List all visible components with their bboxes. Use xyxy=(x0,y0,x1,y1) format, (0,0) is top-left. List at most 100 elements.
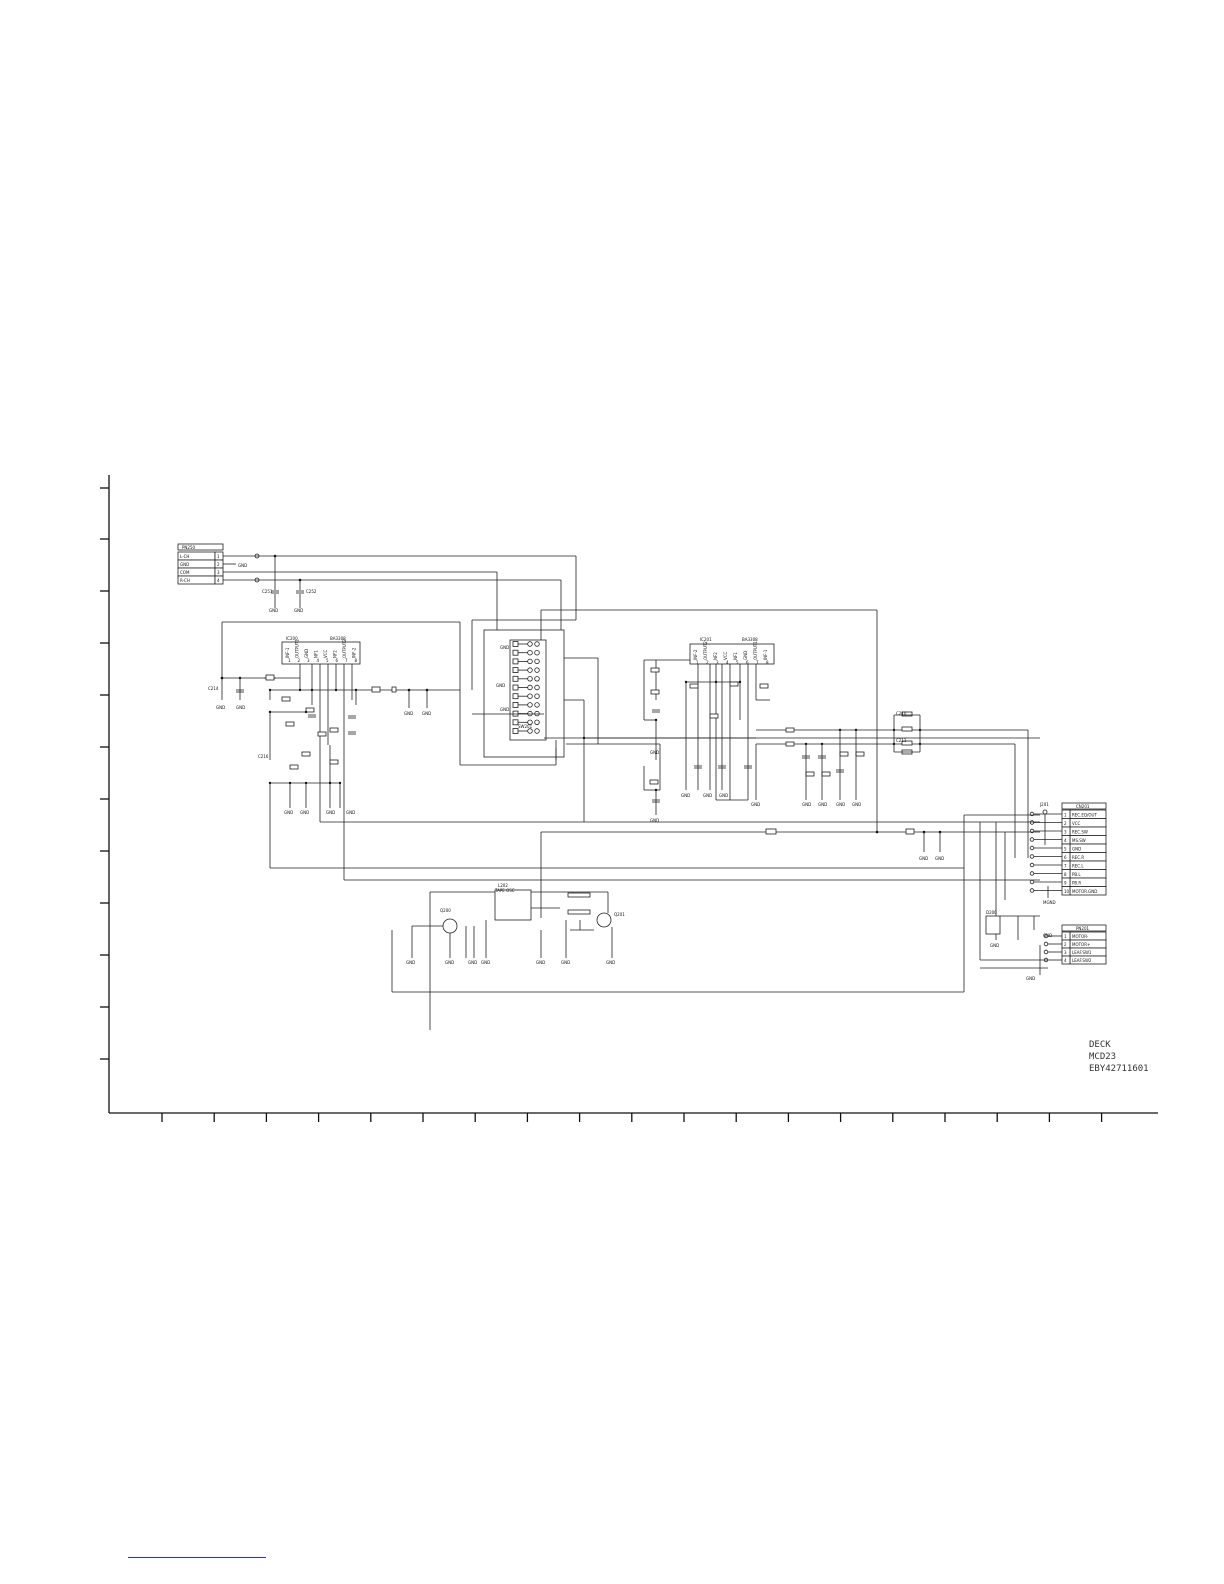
ic-pin-number: 7 xyxy=(756,660,759,665)
svg-text:Q200: Q200 xyxy=(440,908,451,913)
svg-text:GND: GND xyxy=(238,563,247,568)
svg-text:GND: GND xyxy=(919,856,928,861)
svg-text:GND: GND xyxy=(650,818,659,823)
svg-text:CN201: CN201 xyxy=(1076,804,1090,809)
ic-pin-number: 6 xyxy=(336,658,339,663)
svg-text:J201: J201 xyxy=(1039,802,1049,807)
svg-text:GND: GND xyxy=(468,960,477,965)
pn250-pin-label: R-CH xyxy=(180,578,190,583)
svg-text:Q201: Q201 xyxy=(614,912,625,917)
cn201-pin-number: 5 xyxy=(1064,847,1067,852)
ic-pin-number: 8 xyxy=(766,660,769,665)
svg-text:C214: C214 xyxy=(208,686,219,691)
ic-pin-label: NF1 xyxy=(314,650,319,658)
svg-text:C216: C216 xyxy=(258,754,269,759)
ic-pin-label: INF-2 xyxy=(352,647,357,658)
pn201-pin-number: 2 xyxy=(1064,942,1067,947)
ic200-block: IC200 BA3308 INF-11OUTPUT12GND3NF14VCC5N… xyxy=(208,621,964,880)
caption-model: MCD23 xyxy=(1089,1052,1117,1062)
ic-pin-number: 3 xyxy=(716,660,719,665)
ic-pin-label: OUTPUT2 xyxy=(703,641,708,660)
ic-pin-label: OUTPUT1 xyxy=(295,639,300,658)
ic-pin-label: OUTPUT2 xyxy=(342,639,347,658)
cn201-pin-number: 1 xyxy=(1064,813,1067,818)
svg-text:GND: GND xyxy=(751,802,760,807)
ic-pin-number: 4 xyxy=(317,658,320,663)
ic-pin-number: 6 xyxy=(746,660,749,665)
cn201-pin-number: 3 xyxy=(1064,830,1067,835)
ic-pin-number: 3 xyxy=(307,658,310,663)
ic-pin-label: GND xyxy=(304,649,309,658)
pn201-pin-label: MOTOR+ xyxy=(1072,942,1090,947)
svg-text:GND: GND xyxy=(422,711,431,716)
svg-text:GND: GND xyxy=(1043,933,1052,938)
cn201-pin-label: PB.R xyxy=(1072,881,1081,886)
ic-pin-number: 8 xyxy=(355,658,358,663)
ic-pin-label: INF-1 xyxy=(285,647,290,658)
ic-pin-label: INF-1 xyxy=(763,649,768,660)
svg-text:C251: C251 xyxy=(262,589,273,594)
svg-text:GND: GND xyxy=(404,711,413,716)
svg-text:GND: GND xyxy=(326,810,335,815)
svg-text:GND: GND xyxy=(500,645,509,650)
cn201-pin-number: 4 xyxy=(1064,838,1067,843)
cn201-pin-label: MOTOR.GND xyxy=(1072,889,1097,894)
pn250-pin-number: 3 xyxy=(217,570,220,575)
ic-pin-number: 2 xyxy=(706,660,709,665)
svg-text:GND: GND xyxy=(500,707,509,712)
ic-pin-number: 2 xyxy=(298,658,301,663)
svg-text:GND: GND xyxy=(346,810,355,815)
svg-text:GND: GND xyxy=(406,960,415,965)
svg-text:D200: D200 xyxy=(986,910,997,915)
footer-link-underline[interactable] xyxy=(128,1557,266,1558)
pn250-pin-number: 2 xyxy=(217,562,220,567)
pn250-pin-label: L-CH xyxy=(180,554,189,559)
svg-text:GND: GND xyxy=(284,810,293,815)
cn201-pin-number: 7 xyxy=(1064,864,1067,869)
svg-text:GND: GND xyxy=(1026,976,1035,981)
svg-text:GND: GND xyxy=(802,802,811,807)
pn201-pin-number: 4 xyxy=(1064,958,1067,963)
cn201-pin-label: REC.R xyxy=(1072,855,1084,860)
svg-text:GND: GND xyxy=(935,856,944,861)
caption-deck: DECK xyxy=(1089,1040,1111,1050)
svg-text:GND: GND xyxy=(606,960,615,965)
svg-text:IC200: IC200 xyxy=(286,636,298,641)
switch-sw201: SW201 GND GND GND xyxy=(460,556,1040,832)
svg-text:L202: L202 xyxy=(498,883,508,888)
ic-pin-number: 5 xyxy=(736,660,739,665)
pn201-pin-number: 1 xyxy=(1064,934,1067,939)
ic-pin-label: OUTPUT1 xyxy=(753,641,758,660)
svg-text:IC201: IC201 xyxy=(700,637,712,642)
svg-text:GND: GND xyxy=(269,608,278,613)
svg-text:GND: GND xyxy=(852,802,861,807)
pn250-pin-number: 4 xyxy=(217,578,220,583)
ic-pin-number: 4 xyxy=(726,660,729,665)
ic-pin-label: VCC xyxy=(323,649,328,658)
svg-text:GND: GND xyxy=(216,705,225,710)
svg-text:GND: GND xyxy=(300,810,309,815)
svg-text:C252: C252 xyxy=(306,589,317,594)
ic-pin-label: NF2 xyxy=(333,650,338,658)
svg-text:GND: GND xyxy=(990,943,999,948)
svg-text:GND: GND xyxy=(445,960,454,965)
cn201-pin-label: MS.SW xyxy=(1072,838,1086,843)
svg-text:BA3308: BA3308 xyxy=(330,636,346,641)
svg-text:C211: C211 xyxy=(896,738,907,743)
cn201-pin-label: REC.EQ/OUT xyxy=(1072,813,1097,818)
pn201-pin-label: LEAF.SW2 xyxy=(1072,958,1092,963)
svg-text:GND: GND xyxy=(836,802,845,807)
ic-pin-label: VCC xyxy=(723,651,728,660)
cn201-pin-label: VCC xyxy=(1072,821,1081,826)
border-frame xyxy=(100,475,1158,1122)
cn201-pin-number: 2 xyxy=(1064,821,1067,826)
ic-pin-label: NF1 xyxy=(733,652,738,660)
svg-text:GND: GND xyxy=(561,960,570,965)
ic-pin-label: GND xyxy=(743,651,748,660)
svg-text:PN250: PN250 xyxy=(182,545,195,550)
svg-text:GND: GND xyxy=(719,793,728,798)
pn201-pin-label: MOTOR- xyxy=(1072,934,1089,939)
